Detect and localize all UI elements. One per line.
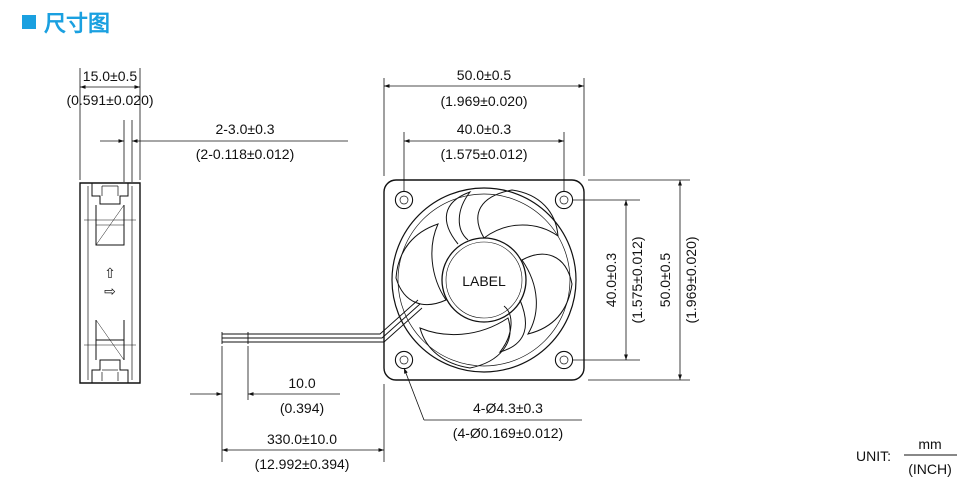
strip-length-dimension xyxy=(190,346,340,462)
mounting-hole-icon xyxy=(394,350,414,370)
width-dimension xyxy=(383,78,585,176)
lead-offset-dimension xyxy=(100,120,348,182)
hole-diameter-mm: 4-Ø4.3±0.3 xyxy=(473,400,543,416)
airflow-arrow-up-icon: ⇧ xyxy=(104,265,116,281)
lead-offset-in: (2-0.118±0.012) xyxy=(196,146,295,162)
rotation-arrow-right-icon: ⇨ xyxy=(104,283,116,299)
fan-blades-icon xyxy=(395,189,573,369)
mounting-hole-icon xyxy=(394,190,414,210)
hub-label: LABEL xyxy=(462,273,506,289)
hole-pitch-dimension xyxy=(403,132,565,192)
lead-length-dimension xyxy=(222,384,385,462)
hole-pitch-in: (1.575±0.012) xyxy=(440,146,527,162)
height-mm: 50.0±0.5 xyxy=(657,253,673,308)
lead-offset-mm: 2-3.0±0.3 xyxy=(215,121,274,137)
lead-length-in: (12.992±0.394) xyxy=(255,456,350,472)
lead-wires xyxy=(221,299,423,344)
unit-label: UNIT: xyxy=(856,448,891,464)
height-hole-pitch-in: (1.575±0.012) xyxy=(629,236,645,323)
lead-length-mm: 330.0±10.0 xyxy=(267,431,337,447)
side-view xyxy=(79,182,141,384)
hole-pitch-mm: 40.0±0.3 xyxy=(457,121,512,137)
mounting-hole-icon xyxy=(554,190,574,210)
side-width-mm: 15.0±0.5 xyxy=(83,68,138,84)
height-dimensions xyxy=(572,179,690,381)
strip-length-mm: 10.0 xyxy=(288,375,315,391)
height-in: (1.969±0.020) xyxy=(683,236,699,323)
side-width-in: (0.591±0.020) xyxy=(66,92,153,108)
side-width-dimension xyxy=(79,68,141,180)
section-title: 尺寸图 xyxy=(44,12,111,37)
width-in: (1.969±0.020) xyxy=(440,93,527,109)
unit-denominator: (INCH) xyxy=(908,461,952,477)
strip-length-in: (0.394) xyxy=(280,400,324,416)
unit-legend: UNIT: mm (INCH) xyxy=(856,436,957,477)
height-hole-pitch-mm: 40.0±0.3 xyxy=(603,253,619,308)
width-mm: 50.0±0.5 xyxy=(457,67,512,83)
hole-diameter-in: (4-Ø0.169±0.012) xyxy=(453,425,563,441)
unit-numerator: mm xyxy=(918,436,941,452)
mounting-hole-icon xyxy=(554,350,574,370)
section-header: 尺寸图 xyxy=(22,6,110,38)
hole-diameter-leader xyxy=(403,367,582,421)
bullet-square-icon xyxy=(22,15,36,29)
